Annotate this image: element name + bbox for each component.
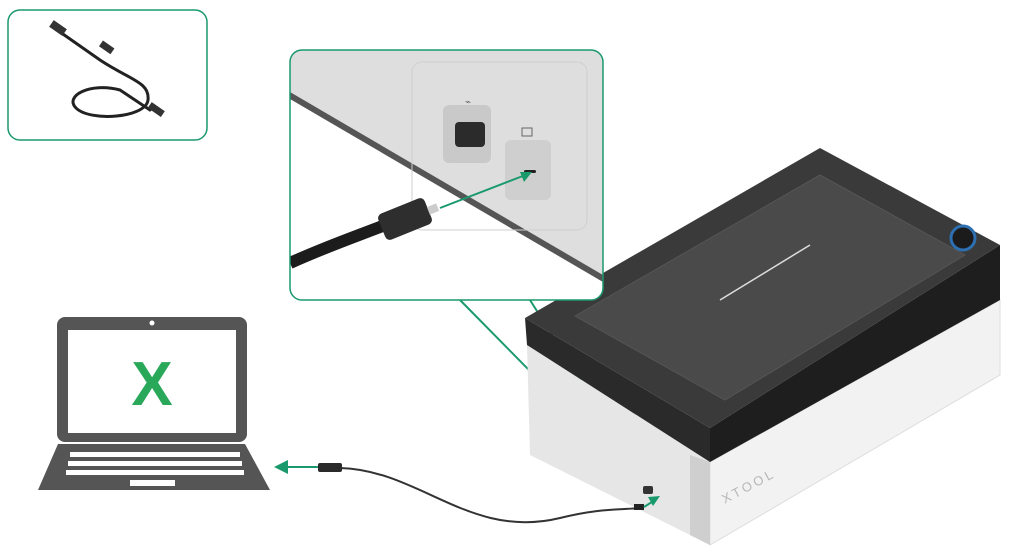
xtool-logo: X bbox=[131, 350, 172, 419]
usb-c-port-icon bbox=[643, 486, 653, 494]
port-callout: ⌁ bbox=[289, 49, 604, 301]
arrow-icon bbox=[439, 173, 529, 209]
power-button-icon bbox=[949, 224, 977, 252]
laptop-icon: X bbox=[38, 317, 270, 490]
usb-cable-icon bbox=[49, 20, 165, 118]
usb-cable bbox=[274, 460, 660, 524]
usb-cable-thumbnail bbox=[7, 9, 208, 141]
laser-engraver-icon: XTOOL bbox=[525, 148, 1001, 546]
usb-c-port-icon: ⌁ bbox=[465, 97, 471, 108]
